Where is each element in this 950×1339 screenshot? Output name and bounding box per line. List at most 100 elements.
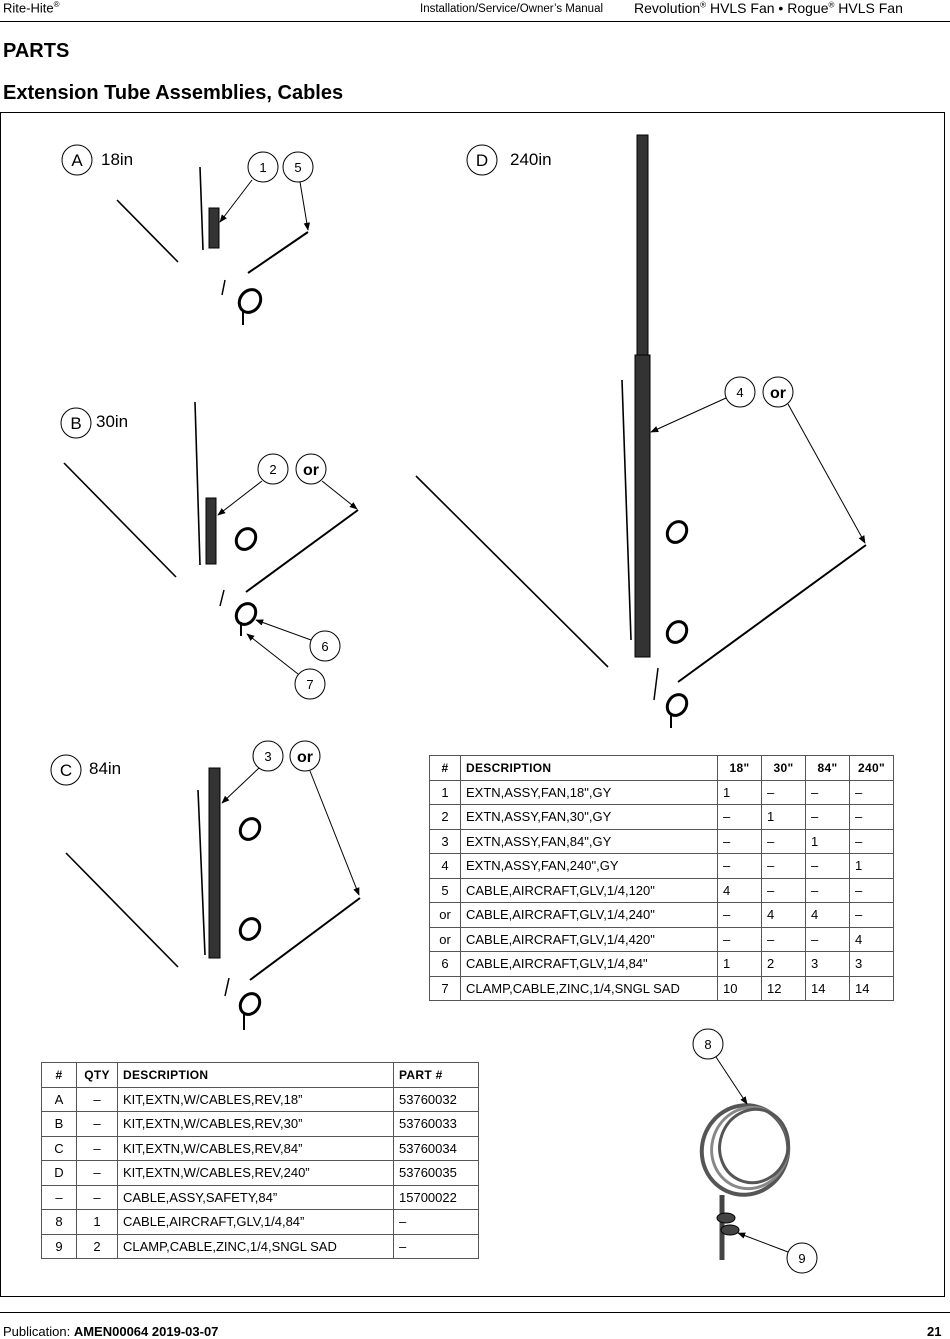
leader-3: [221, 767, 260, 804]
size-c: 84in: [89, 759, 121, 778]
leader-9: [737, 1232, 789, 1253]
cell-number: 6: [429, 951, 461, 977]
cell-description: EXTN,ASSY,FAN,84",GY: [460, 828, 718, 854]
cell-number: –: [41, 1184, 77, 1210]
callout-8-circle: [692, 1028, 724, 1060]
cell-qty: –: [76, 1135, 118, 1161]
coil-d-bottom: [665, 693, 689, 717]
cable-b-left: [63, 462, 177, 578]
or-d: or: [770, 385, 786, 402]
cell-qty-240: 3: [849, 951, 894, 977]
cell-qty-30: –: [761, 779, 806, 805]
cell-qty-240: –: [849, 902, 894, 928]
cell-number: 3: [429, 828, 461, 854]
cell-number: 5: [429, 877, 461, 903]
cell-number: D: [41, 1160, 77, 1186]
cable-a-center: [199, 166, 204, 251]
table-header-row: # DESCRIPTION 18" 30" 84" 240": [429, 755, 894, 781]
assembly-a: A 18in 1 5: [61, 144, 314, 325]
cell-description: CLAMP,CABLE,ZINC,1/4,SNGL SAD: [460, 975, 718, 1001]
cell-part-number: –: [393, 1233, 479, 1259]
table-row: A–KIT,EXTN,W/CABLES,REV,18”53760032: [41, 1086, 479, 1112]
product-title: Revolution® HVLS Fan • Rogue® HVLS Fan: [634, 0, 903, 16]
callout-6-circle: [309, 630, 341, 662]
callout-5-circle: [282, 151, 314, 183]
brand-name: Rite-Hite®: [3, 0, 59, 15]
col-number-header: #: [429, 755, 461, 781]
tube-30in: [205, 497, 217, 565]
brand-text: Rite-Hite: [3, 0, 54, 16]
tube-84in: [208, 767, 221, 959]
callout-3: 3: [264, 749, 271, 764]
cell-qty-240: –: [849, 828, 894, 854]
cell-description: CLAMP,CABLE,ZINC,1/4,SNGL SAD: [117, 1233, 394, 1259]
cable-d-end: [653, 667, 659, 701]
callout-3-circle: [252, 740, 284, 772]
leader-2: [217, 480, 263, 516]
callout-2: 2: [269, 462, 276, 477]
leader-4: [650, 397, 727, 433]
letter-d: D: [476, 151, 488, 170]
cell-description: CABLE,AIRCRAFT,GLV,1/4,120": [460, 877, 718, 903]
publication-number: AMEN00064: [73, 1324, 149, 1339]
page-title: PARTS: [3, 40, 70, 62]
cell-description: EXTN,ASSY,FAN,240",GY: [460, 853, 718, 879]
cell-qty-18: 4: [717, 877, 762, 903]
callout-1: 1: [259, 160, 266, 175]
cell-qty-18: –: [717, 828, 762, 854]
cell-qty-30: 2: [761, 951, 806, 977]
cell-number: B: [41, 1111, 77, 1137]
coil-loop-3: [718, 1107, 790, 1185]
callout-4-circle: [724, 376, 756, 408]
clamp-upper: [716, 1212, 736, 1224]
col-description-header: DESCRIPTION: [460, 755, 718, 781]
cell-qty-30: –: [761, 828, 806, 854]
coil-d-top: [665, 520, 689, 544]
table-row: B–KIT,EXTN,W/CABLES,REV,30”53760033: [41, 1111, 479, 1137]
cable-b-center: [194, 401, 201, 566]
product-registered-mark-1: ®: [700, 0, 707, 10]
cell-qty-18: 1: [717, 779, 762, 805]
coil-c-top: [238, 817, 262, 841]
cable-c-end: [224, 977, 230, 997]
size-d: 240in: [510, 150, 552, 169]
callout-6: 6: [321, 639, 328, 654]
cell-number: 8: [41, 1209, 77, 1235]
callout-5: 5: [294, 160, 301, 175]
letter-b: B: [70, 414, 81, 433]
product-registered-mark-2: ®: [828, 0, 835, 10]
cell-description: CABLE,AIRCRAFT,GLV,1/4,240": [460, 902, 718, 928]
publication-info: Publication: AMEN00064 2019-03-07: [3, 1324, 218, 1339]
tube-18in: [208, 207, 220, 249]
cell-qty-84: 1: [805, 828, 850, 854]
table-row: D–KIT,EXTN,W/CABLES,REV,240”53760035: [41, 1160, 479, 1186]
cell-number: 9: [41, 1233, 77, 1259]
leader-or-b: [321, 480, 358, 510]
leader-8: [715, 1056, 748, 1105]
letter-d-circle: [466, 144, 498, 176]
or-c-circle: [289, 740, 321, 772]
cell-description: EXTN,ASSY,FAN,18",GY: [460, 779, 718, 805]
cell-qty-84: –: [805, 804, 850, 830]
callout-8: 8: [704, 1037, 711, 1052]
cell-part-number: 53760035: [393, 1160, 479, 1186]
table-row: ––CABLE,ASSY,SAFETY,84”15700022: [41, 1184, 479, 1210]
cable-a-end: [221, 279, 226, 296]
callout-9: 9: [798, 1251, 805, 1266]
table-row: C–KIT,EXTN,W/CABLES,REV,84”53760034: [41, 1135, 479, 1161]
cable-c-center: [197, 789, 206, 956]
cell-part-number: 53760032: [393, 1086, 479, 1112]
cell-qty-84: 3: [805, 951, 850, 977]
cable-d-right: [677, 544, 867, 683]
cell-qty-84: 4: [805, 902, 850, 928]
product-name-2: HVLS Fan • Rogue: [706, 0, 829, 16]
cell-description: CABLE,AIRCRAFT,GLV,1/4,84": [460, 951, 718, 977]
cell-qty-240: 1: [849, 853, 894, 879]
clamp-lower: [720, 1224, 740, 1236]
